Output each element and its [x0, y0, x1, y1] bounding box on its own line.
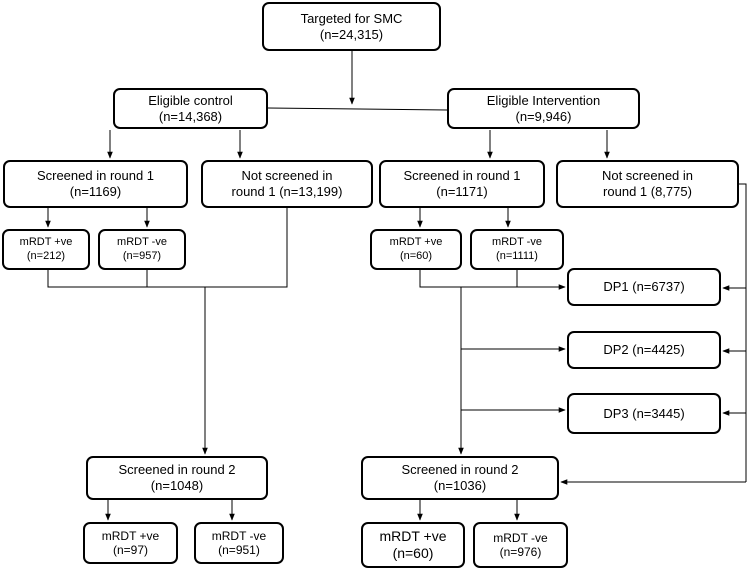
- dp2-box: DP2 (n=4425): [567, 331, 721, 369]
- eligible-control-box: Eligible control (n=14,368): [113, 88, 268, 129]
- intervention-mrdt-positive-r2-count: (n=60): [392, 545, 434, 561]
- intervention-mrdt-positive-r1-count: (n=60): [399, 249, 433, 262]
- dp1-label: DP1 (n=6737): [603, 279, 685, 295]
- targeted-count: (n=24,315): [319, 26, 384, 42]
- intervention-not-screened-r1-count: round 1 (8,775): [603, 184, 692, 199]
- connector-control-merge: [47, 208, 288, 288]
- control-mrdt-negative-r2-label: mRDT -ve: [211, 528, 267, 543]
- control-screened-r1-label: Screened in round 1: [36, 168, 155, 184]
- connector-eligible: [267, 107, 448, 111]
- control-screened-r1-count: (n=1169): [69, 184, 122, 199]
- intervention-screened-r1-label: Screened in round 1: [403, 168, 521, 184]
- control-mrdt-positive-r2-label: mRDT +ve: [101, 528, 160, 543]
- control-mrdt-positive-r2-count: (n=97): [112, 543, 149, 557]
- control-mrdt-negative-r1-box: mRDT -ve (n=957): [98, 229, 186, 270]
- dp2-label: DP2 (n=4425): [603, 342, 685, 358]
- control-not-screened-r1-box: Not screened in round 1 (n=13,199): [201, 160, 373, 208]
- arrow-int-to-dp1: [419, 270, 566, 290]
- control-not-screened-r1-label: Not screened in: [241, 168, 333, 184]
- control-mrdt-negative-r1-label: mRDT -ve: [117, 236, 167, 249]
- control-screened-r2-label: Screened in round 2: [118, 462, 236, 478]
- intervention-mrdt-negative-r1-box: mRDT -ve (n=1111): [470, 229, 564, 270]
- intervention-mrdt-negative-r2-box: mRDT -ve (n=976): [473, 522, 568, 568]
- dp3-box: DP3 (n=3445): [567, 393, 721, 434]
- control-mrdt-positive-r1-box: mRDT +ve (n=212): [2, 229, 90, 270]
- control-mrdt-negative-r2-count: (n=951): [218, 543, 260, 557]
- eligible-control-label: Eligible control: [148, 92, 233, 108]
- intervention-mrdt-positive-r2-label: mRDT +ve: [379, 528, 447, 545]
- intervention-screened-r2-label: Screened in round 2: [401, 462, 519, 478]
- intervention-mrdt-negative-r2-count: (n=976): [499, 545, 542, 559]
- control-mrdt-positive-r1-count: (n=212): [26, 249, 66, 262]
- intervention-mrdt-positive-r2-box: mRDT +ve (n=60): [361, 522, 465, 568]
- intervention-mrdt-positive-r1-label: mRDT +ve: [389, 236, 443, 249]
- intervention-mrdt-negative-r2-label: mRDT -ve: [493, 530, 548, 545]
- control-screened-r2-box: Screened in round 2 (n=1048): [86, 456, 268, 500]
- eligible-intervention-label: Eligible Intervention: [486, 92, 601, 108]
- dp3-label: DP3 (n=3445): [603, 405, 685, 421]
- intervention-mrdt-negative-r1-label: mRDT -ve: [492, 236, 542, 249]
- control-mrdt-negative-r2-box: mRDT -ve (n=951): [194, 522, 284, 564]
- connector-right-bus: [739, 183, 747, 482]
- control-screened-r1-box: Screened in round 1 (n=1169): [3, 160, 188, 208]
- intervention-mrdt-negative-r1-count: (n=1111): [496, 249, 538, 262]
- dp1-box: DP1 (n=6737): [567, 268, 721, 306]
- control-not-screened-r1-count: round 1 (n=13,199): [231, 184, 343, 199]
- intervention-screened-r2-count: (n=1036): [433, 478, 487, 493]
- intervention-not-screened-r1-label: Not screened in: [601, 168, 694, 184]
- targeted-box: Targeted for SMC (n=24,315): [262, 2, 441, 51]
- intervention-mrdt-positive-r1-box: mRDT +ve (n=60): [370, 229, 462, 270]
- control-screened-r2-count: (n=1048): [150, 478, 204, 493]
- intervention-not-screened-r1-box: Not screened in round 1 (8,775): [556, 160, 739, 208]
- control-mrdt-positive-r2-box: mRDT +ve (n=97): [83, 522, 178, 564]
- intervention-screened-r2-box: Screened in round 2 (n=1036): [361, 456, 559, 500]
- eligible-control-count: (n=14,368): [158, 108, 223, 124]
- eligible-intervention-box: Eligible Intervention (n=9,946): [447, 88, 640, 129]
- control-mrdt-positive-r1-label: mRDT +ve: [19, 236, 73, 249]
- intervention-screened-r1-box: Screened in round 1 (n=1171): [379, 160, 545, 208]
- eligible-intervention-count: (n=9,946): [515, 108, 572, 124]
- control-mrdt-negative-r1-count: (n=957): [122, 249, 162, 262]
- targeted-label: Targeted for SMC: [300, 10, 403, 26]
- intervention-screened-r1-count: (n=1171): [436, 184, 488, 199]
